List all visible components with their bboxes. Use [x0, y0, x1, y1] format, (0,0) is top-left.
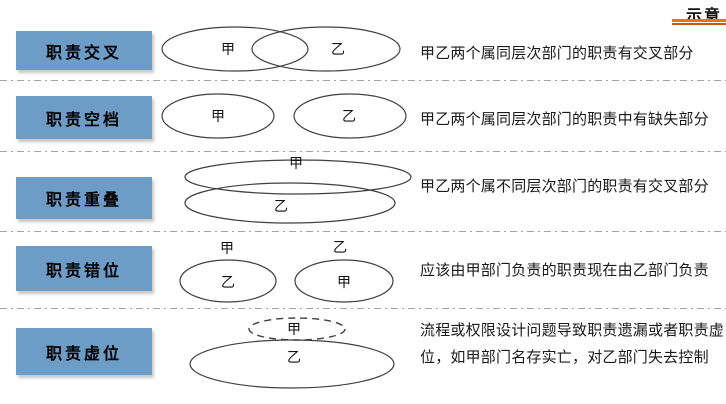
row-label-box-kongdang: 职责空档 — [16, 96, 152, 139]
gap-ellipse-right — [293, 93, 407, 139]
dashed-separator — [0, 151, 726, 152]
ellipse-label: 乙 — [342, 109, 356, 125]
dashed-separator — [0, 80, 726, 81]
ellipse-label: 甲 — [337, 275, 351, 291]
dashed-separator — [0, 231, 726, 232]
row-description: 应该由甲部门负责的职责现在由乙部门负责 — [420, 261, 709, 279]
row-label-box-jiaocha: 职责交叉 — [16, 31, 152, 70]
stack-ellipse-top — [184, 159, 412, 195]
row-description: 甲乙两个属不同层次部门的职责有交叉部分 — [420, 177, 709, 195]
ellipse-label: 甲 — [211, 109, 225, 125]
swap-ellipse-left — [179, 259, 277, 303]
row-label-box-chongdie: 职责重叠 — [16, 177, 152, 219]
swap-ellipse-right — [294, 259, 394, 303]
row-label-box-xuwei: 职责虚位 — [16, 328, 152, 375]
ellipse-title: 甲 — [220, 241, 234, 257]
gap-ellipse-left — [161, 93, 275, 139]
venn-ellipse-right — [251, 26, 401, 72]
ellipse-label: 甲 — [287, 322, 301, 338]
ellipse-label: 乙 — [331, 42, 345, 58]
ellipse-label: 乙 — [287, 350, 301, 366]
ellipse-label: 甲 — [221, 42, 235, 58]
row-description: 甲乙两个属同层次部门的职责有交叉部分 — [420, 44, 694, 62]
row-description: 流程或权限设计问题导致职责遗漏或者职责虚位，如甲部门名存实亡，对乙部门失去控制 — [420, 321, 725, 366]
ellipse-label: 乙 — [274, 199, 288, 215]
venn-ellipse-left — [161, 26, 309, 72]
accent-underline — [672, 19, 726, 25]
dashed-separator — [0, 308, 726, 309]
ellipse-label: 甲 — [289, 156, 303, 172]
base-ellipse-solid — [189, 339, 395, 389]
row-description: 甲乙两个属同层次部门的职责中有缺失部分 — [420, 110, 709, 128]
ellipse-label: 乙 — [221, 275, 235, 291]
stack-ellipse-bottom — [184, 182, 396, 224]
ellipse-title: 乙 — [333, 240, 347, 256]
row-label-box-cuowei: 职责错位 — [16, 246, 152, 291]
